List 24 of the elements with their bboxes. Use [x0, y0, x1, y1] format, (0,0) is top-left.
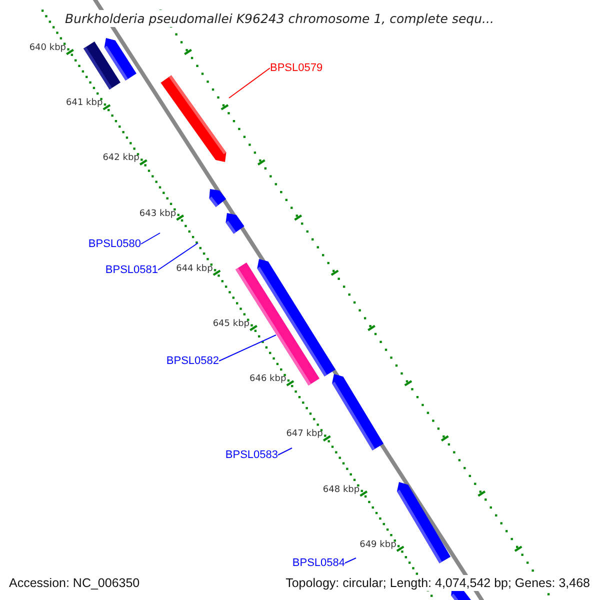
gene-label: BPSL0580 [88, 238, 141, 250]
scale-label: 642 kbp [102, 153, 140, 164]
genome-info-text: Topology: circular; Length: 4,074,542 bp; Genes: 3,468 [284, 575, 592, 591]
scale-label: 647 kbp [286, 429, 323, 440]
scale-label: 641 kbp [66, 98, 103, 108]
leader-line [278, 448, 292, 456]
scale-label: 645 kbp [212, 319, 250, 329]
gene-label: BPSL0581 [105, 264, 158, 276]
scale-label: 644 kbp [176, 264, 213, 274]
scale-label: 643 kbp [139, 208, 176, 219]
gene-label: BPSL0579 [270, 62, 323, 74]
scale-label: 648 kbp [322, 484, 360, 495]
gene-label: BPSL0583 [225, 449, 278, 461]
leader-line [158, 242, 198, 270]
leader-line [228, 68, 270, 98]
leader-line [140, 232, 160, 244]
leader-line [344, 558, 356, 564]
scale-label: 640 kbp [29, 43, 66, 53]
gene-label: BPSL0584 [292, 557, 345, 569]
scale-label: 649 kbp [360, 540, 396, 550]
leader-line [218, 334, 276, 362]
accession-text: Accession: NC_006350 [7, 575, 142, 591]
scale-label: 646 kbp [250, 374, 286, 384]
gene-label: BPSL0582 [166, 355, 219, 367]
